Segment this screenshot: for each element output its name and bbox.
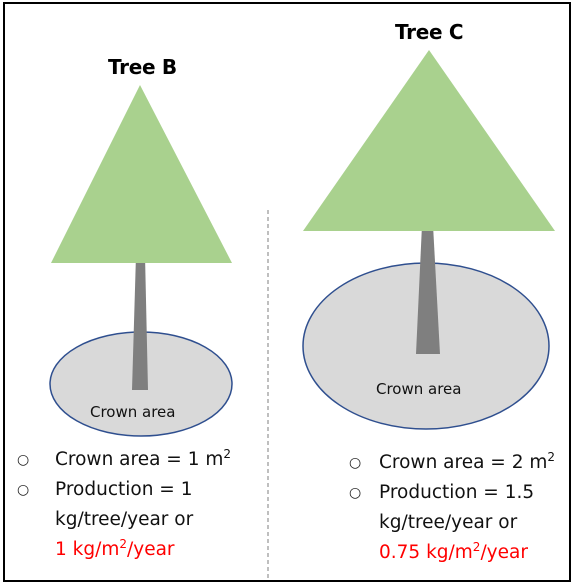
tree-c-crown-label: Crown area bbox=[376, 380, 462, 398]
tree-b-alt-suffix: /year bbox=[127, 539, 175, 560]
bullet-icon: ○ bbox=[17, 482, 30, 498]
tree-c-title: Tree C bbox=[395, 20, 464, 44]
tree-c-alt-suffix: /year bbox=[480, 542, 528, 563]
tree-c-area-text: Crown area = 2 m bbox=[379, 452, 548, 473]
bullet-icon: ○ bbox=[349, 485, 362, 501]
bullet-icon: ○ bbox=[17, 452, 30, 468]
tree-c-alt-row: 0.75 kg/m2/year bbox=[349, 538, 555, 568]
tree-b-alt-row: 1 kg/m2/year bbox=[17, 535, 231, 565]
tree-b-info: ○ Crown area = 1 m2 ○ Production = 1 kg/… bbox=[17, 445, 231, 565]
tree-b-crown-label: Crown area bbox=[90, 403, 176, 421]
tree-b-area-item: ○ Crown area = 1 m2 bbox=[17, 445, 231, 475]
tree-c-info: ○ Crown area = 2 m2 ○ Production = 1.5 k… bbox=[349, 448, 555, 568]
tree-b-alt-exp: 2 bbox=[119, 536, 128, 551]
bullet-icon: ○ bbox=[349, 455, 362, 471]
tree-b-production-item: ○ Production = 1 bbox=[17, 475, 231, 505]
tree-b-production-line2: kg/tree/year or bbox=[55, 509, 194, 530]
tree-c-area-exp: 2 bbox=[547, 449, 556, 464]
tree-c-production-line1: Production = 1.5 bbox=[379, 482, 535, 503]
tree-b-title: Tree B bbox=[108, 55, 177, 79]
tree-b-trunk bbox=[132, 255, 148, 390]
tree-b-production-line1: Production = 1 bbox=[55, 479, 193, 500]
tree-c-production-item: ○ Production = 1.5 bbox=[349, 478, 555, 508]
tree-b-production-line2-row: kg/tree/year or bbox=[17, 505, 231, 535]
tree-c-alt-exp: 2 bbox=[472, 539, 481, 554]
tree-c-area-item: ○ Crown area = 2 m2 bbox=[349, 448, 555, 478]
tree-b-alt-prefix: 1 kg/m bbox=[55, 539, 120, 560]
tree-b-area-exp: 2 bbox=[223, 446, 232, 461]
tree-c-alt-prefix: 0.75 kg/m bbox=[379, 542, 473, 563]
tree-c-foliage bbox=[303, 50, 555, 231]
tree-b-area-text: Crown area = 1 m bbox=[55, 449, 224, 470]
tree-c-production-line2-row: kg/tree/year or bbox=[349, 508, 555, 538]
tree-c-production-line2: kg/tree/year or bbox=[379, 512, 518, 533]
tree-c-trunk bbox=[416, 225, 440, 354]
tree-b-foliage bbox=[51, 85, 232, 263]
